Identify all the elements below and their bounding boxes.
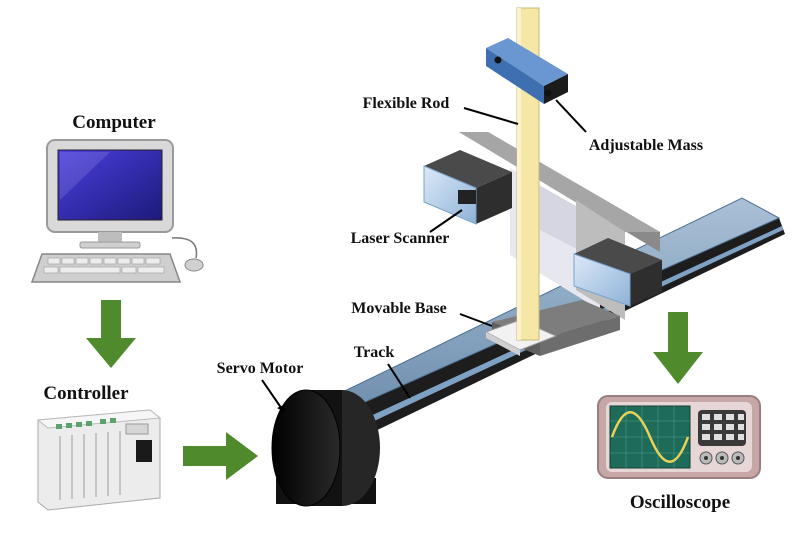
arrow-controller-to-motor	[183, 432, 258, 480]
oscilloscope-label: Oscilloscope	[630, 492, 730, 513]
adjustable-mass-label: Adjustable Mass	[589, 137, 703, 154]
movable-base-pointer	[459, 313, 493, 327]
track-label: Track	[354, 344, 395, 361]
track-pointer	[387, 363, 411, 399]
laser-scanner-label: Laser Scanner	[351, 230, 450, 247]
laser-scanner-pointer	[429, 209, 463, 233]
controller-icon	[36, 409, 162, 511]
flexible-rod-label: Flexible Rod	[363, 95, 450, 112]
adjustable-mass-icon	[486, 38, 568, 104]
arrow-computer-to-controller	[86, 300, 136, 368]
flexible-rod-pointer	[463, 107, 519, 125]
computer-icon	[30, 139, 204, 283]
laser-scanner-right-icon	[573, 238, 662, 307]
servo-motor-icon	[271, 389, 380, 507]
arrow-track-to-oscilloscope	[653, 312, 703, 384]
laser-scanner-icon	[423, 150, 512, 225]
movable-base-label: Movable Base	[351, 300, 447, 317]
computer-label: Computer	[72, 112, 156, 133]
controller-label: Controller	[43, 383, 129, 404]
servo-motor-label: Servo Motor	[217, 360, 304, 377]
adjustable-mass-pointer	[555, 99, 587, 133]
oscilloscope-icon	[597, 395, 761, 479]
